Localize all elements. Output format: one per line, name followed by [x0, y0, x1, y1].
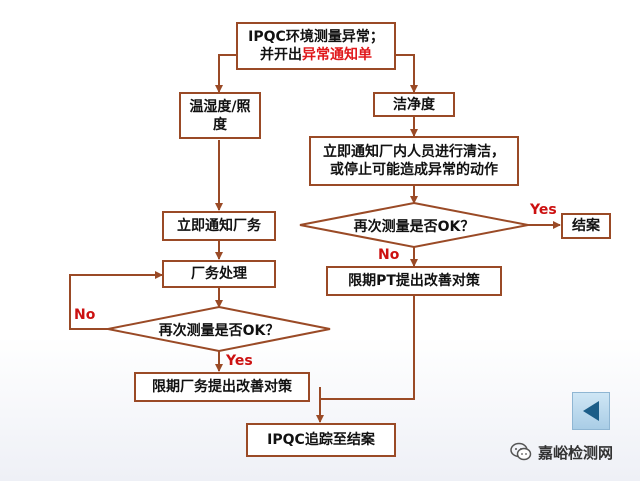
start-line2-highlight: 异常通知单: [302, 47, 372, 63]
connector-pt-merge: [320, 296, 415, 400]
watermark: 嘉峪检测网: [510, 440, 636, 464]
factory-handle-box: 厂务处理: [162, 260, 276, 288]
deadline-pt-label: 限期PT提出改善对策: [348, 273, 480, 289]
ipqc-track-label: IPQC追踪至结案: [267, 432, 375, 448]
start-line2: 并开出异常通知单: [248, 46, 384, 64]
yes-label-left: Yes: [226, 353, 253, 369]
connector-start-right: [388, 54, 418, 93]
yes-label-right: Yes: [530, 202, 557, 218]
deadline-pt-box: 限期PT提出改善对策: [326, 266, 502, 296]
end-label: 结案: [572, 218, 600, 234]
start-line2-prefix: 并开出: [260, 47, 302, 63]
watermark-text: 嘉峪检测网: [538, 443, 614, 462]
no-label-right: No: [378, 247, 400, 263]
remeasure-right-label: 再次测量是否OK？: [353, 219, 475, 235]
connector-start-left: [215, 54, 244, 93]
no-label-left: No: [74, 307, 96, 323]
temp-humidity-line1: 温湿度/照: [189, 98, 251, 115]
cleanliness-label: 洁净度: [393, 96, 435, 113]
deadline-factory-box: 限期厂务提出改善对策: [134, 372, 310, 402]
temp-humidity-line2: 度: [213, 116, 227, 133]
notify-clean-line2: 或停止可能造成异常的动作: [330, 162, 498, 178]
back-button[interactable]: [572, 392, 610, 430]
remeasure-left-label: 再次测量是否OK？: [158, 323, 280, 339]
cleanliness-box: 洁净度: [373, 92, 455, 117]
start-box: IPQC环境测量异常； 并开出异常通知单: [236, 22, 396, 70]
ipqc-track-box: IPQC追踪至结案: [246, 423, 396, 457]
decision-remeasure-left: [107, 305, 331, 353]
wechat-icon: [510, 442, 532, 461]
notify-clean-line1: 立即通知厂内人员进行清洁，: [323, 144, 505, 160]
triangle-left-icon: [583, 401, 599, 421]
connector-no-loop: [69, 271, 163, 330]
decision-remeasure-right: [299, 201, 529, 249]
factory-handle-label: 厂务处理: [191, 266, 247, 282]
notify-factory-label: 立即通知厂务: [177, 218, 261, 234]
deadline-factory-label: 限期厂务提出改善对策: [152, 379, 292, 395]
notify-factory-box: 立即通知厂务: [162, 211, 276, 241]
temp-humidity-box: 温湿度/照 度: [179, 92, 261, 139]
notify-clean-box: 立即通知厂内人员进行清洁， 或停止可能造成异常的动作: [309, 136, 519, 186]
start-line1: IPQC环境测量异常；: [248, 29, 384, 45]
end-box: 结案: [561, 213, 611, 239]
